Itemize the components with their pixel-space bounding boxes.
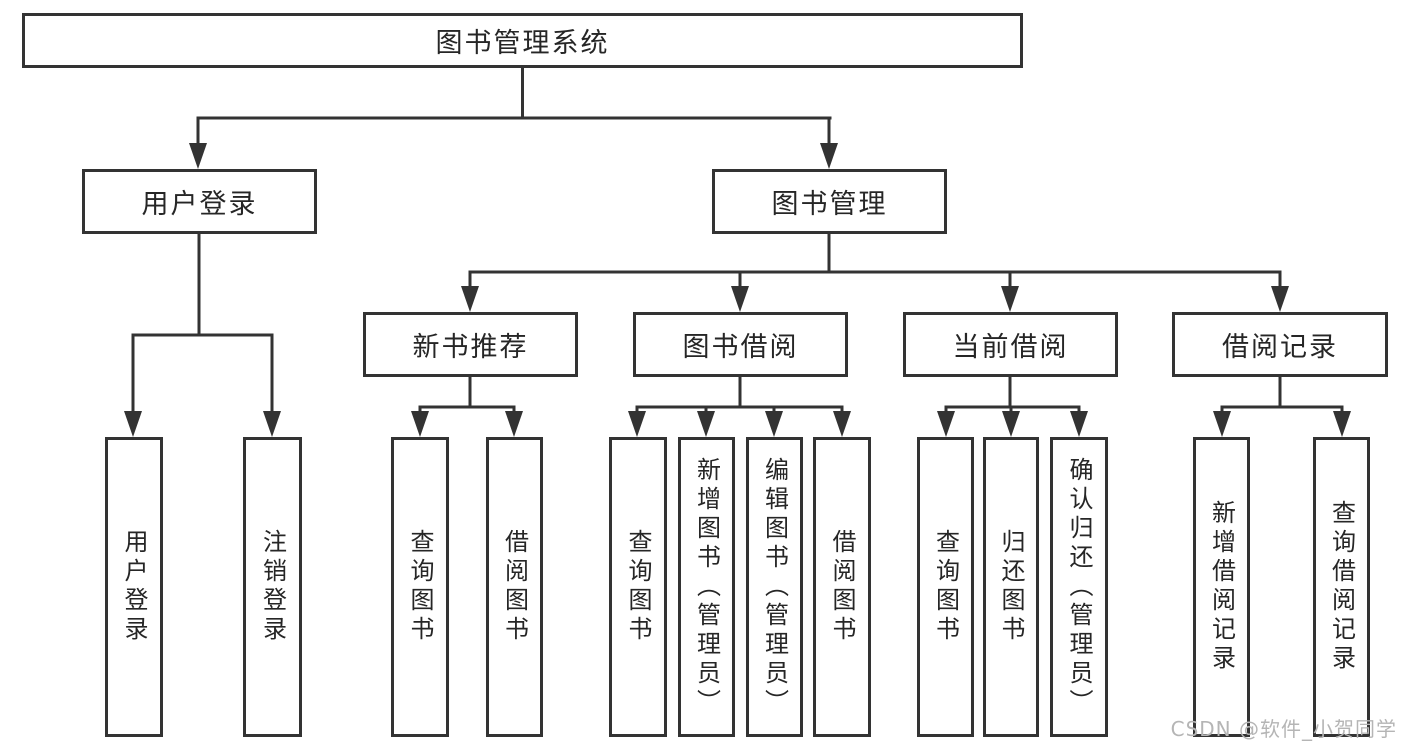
node-book-management: 图书管理 bbox=[712, 169, 947, 234]
leaf-label: 用户登录 bbox=[120, 529, 148, 645]
leaf-node-confirm-return-admin: 确认归还（管理员） bbox=[1050, 437, 1108, 737]
leaf-node-query-books-recommend: 查询图书 bbox=[391, 437, 449, 737]
node-library-management-system: 图书管理系统 bbox=[22, 13, 1023, 68]
node-label: 新书推荐 bbox=[412, 332, 529, 363]
node-label: 图书管理 bbox=[771, 189, 888, 220]
leaf-label: 注销登录 bbox=[258, 529, 287, 645]
node-label: 图书管理系统 bbox=[435, 28, 610, 59]
leaf-node-logout: 注销登录 bbox=[243, 437, 302, 737]
arrowheads bbox=[124, 143, 1351, 437]
leaf-node-edit-book-admin: 编辑图书（管理员） bbox=[746, 437, 803, 737]
leaf-node-query-books-current: 查询图书 bbox=[917, 437, 974, 737]
node-user-login: 用户登录 bbox=[82, 169, 317, 234]
node-label: 当前借阅 bbox=[952, 332, 1069, 363]
node-current-borrow: 当前借阅 bbox=[903, 312, 1118, 377]
leaf-label: 查询图书 bbox=[931, 529, 960, 645]
leaf-node-query-borrow-record: 查询借阅记录 bbox=[1313, 437, 1370, 737]
leaf-label: 查询图书 bbox=[624, 529, 652, 645]
node-label: 用户登录 bbox=[141, 189, 258, 220]
leaf-label: 查询图书 bbox=[406, 529, 434, 645]
leaf-label: 查询借阅记录 bbox=[1327, 500, 1356, 674]
leaf-label: 确认归还（管理员） bbox=[1065, 456, 1093, 718]
leaf-node-borrow-books: 借阅图书 bbox=[813, 437, 871, 737]
leaf-node-add-borrow-record: 新增借阅记录 bbox=[1193, 437, 1250, 737]
leaf-node-user-login: 用户登录 bbox=[105, 437, 163, 737]
node-book-borrow: 图书借阅 bbox=[633, 312, 848, 377]
leaf-label: 新增图书（管理员） bbox=[692, 456, 721, 718]
node-label: 图书借阅 bbox=[682, 332, 799, 363]
leaf-node-borrow-books-recommend: 借阅图书 bbox=[486, 437, 543, 737]
leaf-label: 归还图书 bbox=[997, 529, 1025, 645]
watermark-text: CSDN @软件_小贺同学 bbox=[1170, 717, 1397, 741]
leaf-label: 编辑图书（管理员） bbox=[760, 456, 789, 718]
node-new-book-recommend: 新书推荐 bbox=[363, 312, 578, 377]
leaf-label: 借阅图书 bbox=[828, 529, 856, 645]
leaf-label: 借阅图书 bbox=[500, 529, 529, 645]
leaf-node-query-books-borrow: 查询图书 bbox=[609, 437, 667, 737]
node-label: 借阅记录 bbox=[1222, 332, 1338, 363]
leaf-node-return-book: 归还图书 bbox=[983, 437, 1039, 737]
node-borrow-records: 借阅记录 bbox=[1172, 312, 1388, 377]
leaf-label: 新增借阅记录 bbox=[1207, 500, 1236, 674]
leaf-node-add-book-admin: 新增图书（管理员） bbox=[678, 437, 735, 737]
